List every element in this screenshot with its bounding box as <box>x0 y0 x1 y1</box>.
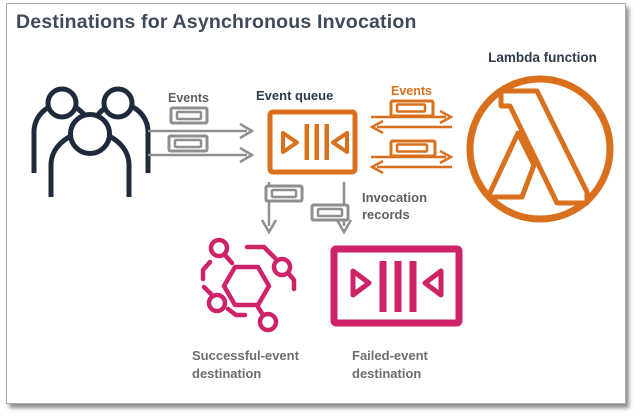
lambda-function-icon <box>466 75 614 223</box>
failed-destination-label: Failed-event destination <box>352 348 428 381</box>
message-icon <box>169 106 209 125</box>
users-to-queue-arrows <box>148 122 255 164</box>
lambda-function-label: Lambda function <box>488 50 597 65</box>
users-icon <box>31 86 151 197</box>
successful-destination-icon <box>200 237 297 333</box>
failed-destination-icon <box>330 245 463 327</box>
message-icon <box>389 99 435 118</box>
invocation-records-label: Invocation records <box>362 190 428 222</box>
successful-destination-label: Successful-event destination <box>192 348 299 381</box>
message-icon <box>310 203 350 222</box>
events-lambda-label: Events <box>391 84 432 98</box>
page-title: Destinations for Asynchronous Invocation <box>16 11 417 33</box>
message-icon <box>264 184 304 203</box>
message-icon <box>389 139 437 158</box>
event-queue-label: Event queue <box>256 88 334 103</box>
events-in-label: Events <box>168 91 209 105</box>
event-queue-icon <box>267 109 358 175</box>
message-icon <box>167 134 209 153</box>
